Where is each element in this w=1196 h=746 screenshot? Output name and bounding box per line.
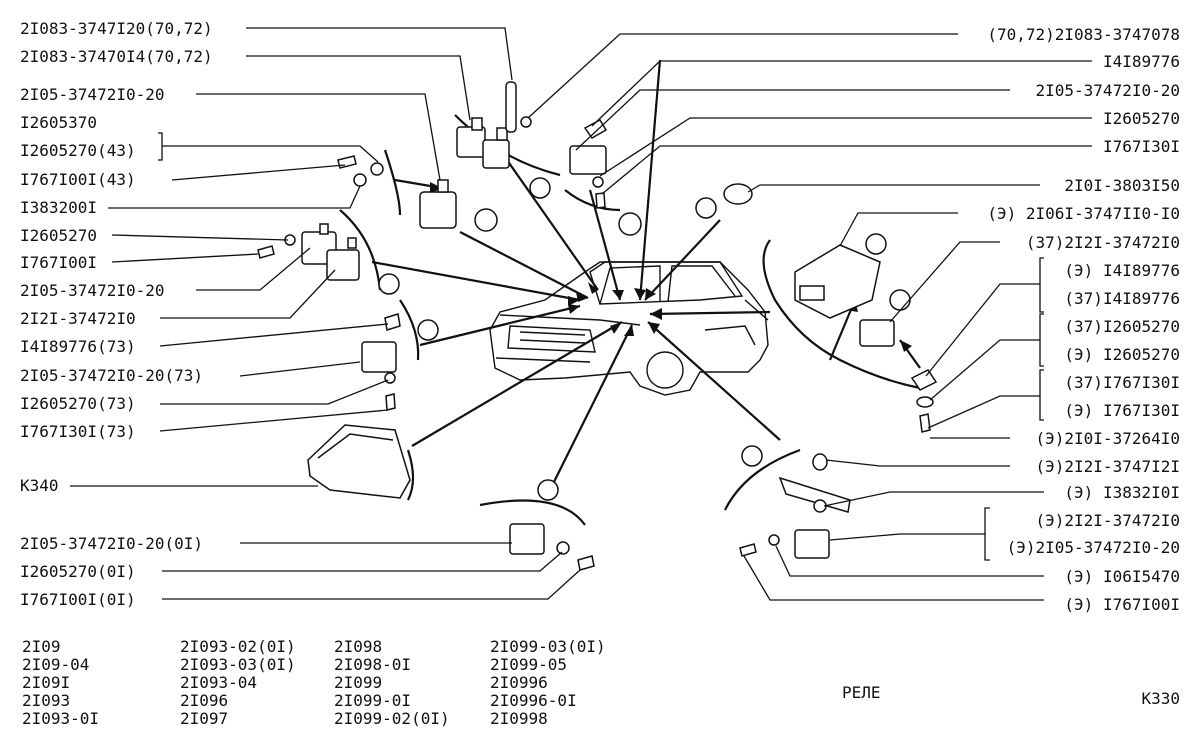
model-code: 2I099-02(0I) <box>334 709 450 728</box>
left-label: I2605270(73) <box>20 394 136 413</box>
right-label: I2605270 <box>1103 109 1180 128</box>
right-label: (Э) I4I89776 <box>1064 261 1180 280</box>
left-label: I767I00I <box>20 253 97 272</box>
diagram-caption: РЕЛЕ <box>842 683 881 702</box>
right-label: I767I30I <box>1103 137 1180 156</box>
model-code: 2I098 <box>334 637 382 656</box>
model-code: 2I09 <box>22 637 61 656</box>
right-leaders <box>527 33 1092 601</box>
left-label: I2605270(43) <box>20 141 136 160</box>
left-label: 2I05-37472I0-20(73) <box>20 366 203 385</box>
right-label: (37)2I2I-37472I0 <box>1026 233 1180 252</box>
model-code: 2I0998 <box>490 709 548 728</box>
right-label: (Э) I767I30I <box>1064 401 1180 420</box>
left-label: 2I05-37472I0-20 <box>20 281 165 300</box>
car-illustration <box>489 261 769 396</box>
left-label: I4I89776(73) <box>20 337 136 356</box>
right-label: (37)I767I30I <box>1064 373 1180 392</box>
model-code: 2I097 <box>180 709 228 728</box>
right-label: (Э) I3832I0I <box>1064 483 1180 502</box>
right-label: (Э) 2I06I-3747II0-I0 <box>987 204 1180 223</box>
right-labels: (70,72)2I083-3747078 I4I89776 2I05-37472… <box>987 25 1180 614</box>
left-label: I2605270 <box>20 226 97 245</box>
model-code: 2I099-03(0I) <box>490 637 606 656</box>
model-code: 2I093-04 <box>180 673 257 692</box>
right-label: 2I05-37472I0-20 <box>1036 81 1181 100</box>
left-label: 2I083-37470I4(70,72) <box>20 47 213 66</box>
page-code: K330 <box>1141 689 1180 708</box>
model-code: 2I0996 <box>490 673 548 692</box>
model-code: 2I09I <box>22 673 70 692</box>
right-label: (37)I2605270 <box>1064 317 1180 336</box>
model-code: 2I096 <box>180 691 228 710</box>
left-label: 2I05-37472I0-20(0I) <box>20 534 203 553</box>
model-code: 2I093-02(0I) <box>180 637 296 656</box>
right-label: (Э)2I05-37472I0-20 <box>1007 538 1180 557</box>
left-label: 2I05-37472I0-20 <box>20 85 165 104</box>
left-label: I383200I <box>20 198 97 217</box>
right-label: (70,72)2I083-3747078 <box>987 25 1180 44</box>
right-label: (Э)2I2I-37472I0 <box>1036 511 1181 530</box>
left-label: 2I083-3747I20(70,72) <box>20 19 213 38</box>
left-label: I767I00I(0I) <box>20 590 136 609</box>
model-code: 2I0996-0I <box>490 691 577 710</box>
right-label: (Э) I06I5470 <box>1064 567 1180 586</box>
right-label: (Э)2I0I-37264I0 <box>1036 429 1181 448</box>
right-label: (Э) I767I00I <box>1064 595 1180 614</box>
left-labels: 2I083-3747I20(70,72) 2I083-37470I4(70,72… <box>20 19 213 609</box>
model-code: 2I099 <box>334 673 382 692</box>
model-code: 2I093 <box>22 691 70 710</box>
left-label: I767I00I(43) <box>20 170 136 189</box>
zone-arcs <box>339 114 921 526</box>
right-label: (37)I4I89776 <box>1064 289 1180 308</box>
left-label: I767I30I(73) <box>20 422 136 441</box>
relay-parts <box>257 81 938 571</box>
model-list: 2I09 2I09-04 2I09I 2I093 2I093-0I 2I093-… <box>22 637 606 728</box>
left-leaders <box>70 27 581 600</box>
left-label: I2605270(0I) <box>20 562 136 581</box>
model-code: 2I099-0I <box>334 691 411 710</box>
left-label: 2I2I-37472I0 <box>20 309 136 328</box>
left-label: I2605370 <box>20 113 97 132</box>
model-code: 2I093-0I <box>22 709 99 728</box>
left-label: K340 <box>20 476 59 495</box>
model-code: 2I098-0I <box>334 655 411 674</box>
right-label: 2I0I-3803I50 <box>1064 176 1180 195</box>
model-code: 2I09-04 <box>22 655 89 674</box>
right-label: (Э)2I2I-3747I2I <box>1036 457 1181 476</box>
right-label: (Э) I2605270 <box>1064 345 1180 364</box>
function-symbols <box>378 177 911 501</box>
model-code: 2I093-03(0I) <box>180 655 296 674</box>
right-label: I4I89776 <box>1103 52 1180 71</box>
model-code: 2I099-05 <box>490 655 567 674</box>
